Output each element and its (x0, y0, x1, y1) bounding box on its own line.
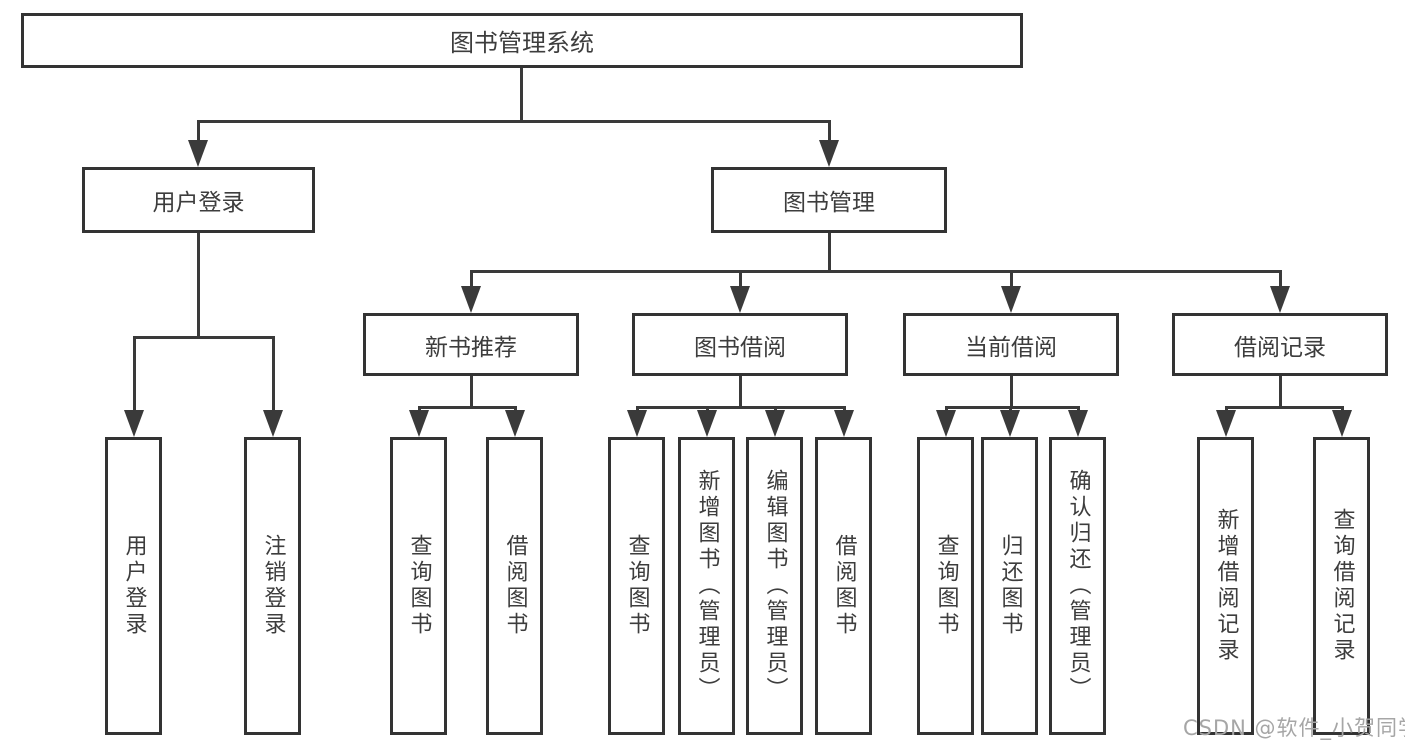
connector-user-login-branch (133, 336, 275, 339)
node-book-borrow: 图书借阅 (632, 313, 848, 376)
node-new-book-recommend: 新书推荐 (363, 313, 579, 376)
connector-arrow-shaft (739, 270, 742, 290)
leaf-borrow-books: 借阅图书 (815, 437, 872, 735)
connector-arrow-shaft (133, 336, 136, 413)
arrow-down-icon (765, 410, 785, 437)
leaf-query-borrow-record: 查询借阅记录 (1313, 437, 1370, 735)
connector-root-stub (520, 68, 523, 123)
connector-arrow-shaft (828, 120, 831, 143)
leaf-add-borrow-record: 新增借阅记录 (1197, 437, 1254, 735)
arrow-down-icon (1068, 410, 1088, 437)
arrow-down-icon (1270, 286, 1290, 313)
node-book-management: 图书管理 (711, 167, 947, 233)
leaf-query-books: 查询图书 (608, 437, 665, 735)
arrow-down-icon (461, 286, 481, 313)
node-root-library-system: 图书管理系统 (21, 13, 1023, 68)
connector-stub (470, 376, 473, 409)
connector-arrow-shaft (197, 120, 200, 143)
arrow-down-icon (263, 410, 283, 437)
connector-arrow-shaft (272, 336, 275, 413)
connector-arrow-shaft (470, 270, 473, 290)
connector-root-branch (197, 120, 831, 123)
leaf-query-books: 查询图书 (917, 437, 974, 735)
connector-branch (636, 406, 846, 409)
leaf-add-book-admin: 新增图书（管理员） (678, 437, 735, 735)
arrow-down-icon (819, 140, 839, 167)
node-user-login: 用户登录 (82, 167, 315, 233)
arrow-down-icon (627, 410, 647, 437)
connector-stub (739, 376, 742, 409)
connector-arrow-shaft (1010, 270, 1013, 290)
leaf-return-books: 归还图书 (981, 437, 1038, 735)
arrow-down-icon (124, 410, 144, 437)
connector-book-mgmt-stub (828, 233, 831, 273)
watermark: CSDN @软件_小贺同学 (1183, 716, 1405, 740)
arrow-down-icon (1001, 286, 1021, 313)
arrow-down-icon (1332, 410, 1352, 437)
leaf-logout: 注销登录 (244, 437, 301, 735)
arrow-down-icon (697, 410, 717, 437)
arrow-down-icon (1000, 410, 1020, 437)
leaf-query-books: 查询图书 (390, 437, 447, 735)
arrow-down-icon (730, 286, 750, 313)
node-current-borrow: 当前借阅 (903, 313, 1119, 376)
connector-stub (1279, 376, 1282, 409)
leaf-borrow-books: 借阅图书 (486, 437, 543, 735)
node-borrow-records: 借阅记录 (1172, 313, 1388, 376)
arrow-down-icon (505, 410, 525, 437)
connector-book-mgmt-branch (470, 270, 1282, 273)
connector-stub (1010, 376, 1013, 409)
connector-arrow-shaft (1279, 270, 1282, 290)
arrow-down-icon (409, 410, 429, 437)
leaf-user-login: 用户登录 (105, 437, 162, 735)
arrow-down-icon (936, 410, 956, 437)
arrow-down-icon (834, 410, 854, 437)
leaf-edit-book-admin: 编辑图书（管理员） (746, 437, 803, 735)
connector-branch (945, 406, 1080, 409)
leaf-confirm-return-admin: 确认归还（管理员） (1049, 437, 1106, 735)
arrow-down-icon (1216, 410, 1236, 437)
connector-branch (1225, 406, 1344, 409)
arrow-down-icon (188, 140, 208, 167)
connector-branch (418, 406, 517, 409)
connector-user-login-stub (197, 233, 200, 339)
